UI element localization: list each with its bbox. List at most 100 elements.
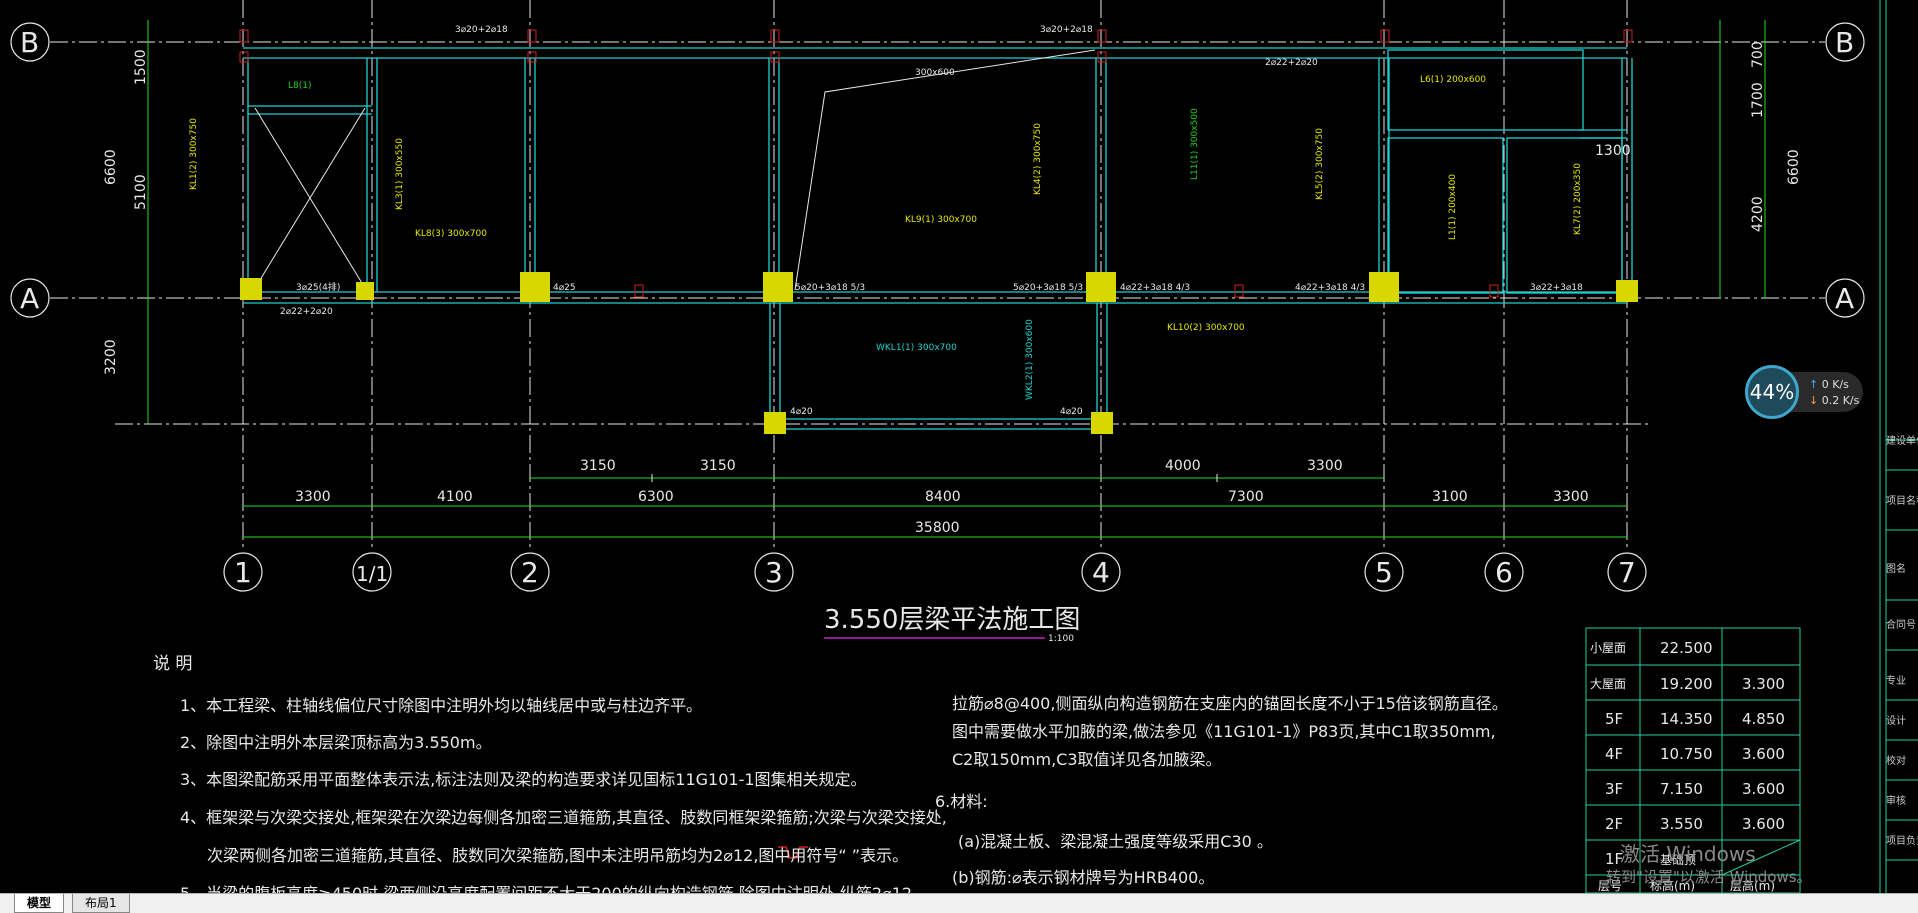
rebar-label-5: 3⌀22+3⌀18: [1530, 283, 1583, 293]
rebar-label-8: 3⌀20+2⌀18: [1040, 25, 1093, 35]
beam-label-kl9: KL9(1) 300x700: [905, 215, 977, 225]
axis-label-1-1: 1/1: [356, 562, 388, 586]
rebar-label-1: 3⌀25(4排): [296, 281, 340, 293]
drawing-scale: 1:100: [1048, 634, 1074, 644]
palette-item-1: 项目名称: [1886, 496, 1918, 507]
dim-left-5100: 5100: [133, 174, 149, 210]
table-elev-4: 7.150: [1660, 780, 1703, 798]
table-elev-1: 19.200: [1660, 675, 1713, 693]
table-elev-6: 基础顶: [1660, 853, 1696, 867]
note-3: 3、本图梁配筋采用平面整体表示法,标注法则及梁的构造要求详见国标11G101-1…: [180, 770, 867, 789]
beam-label-l1: L1(1) 200x400: [1448, 174, 1458, 240]
beam-label-kl3: KL3(1) 300x550: [395, 138, 405, 210]
dim-1300: 1300: [1595, 143, 1631, 159]
beam-label-w3: 300x600: [915, 68, 955, 78]
dim-3150-a: 3150: [580, 458, 616, 474]
table-height-1: 3.300: [1742, 675, 1785, 693]
note-4b: 次梁两侧各加密三道箍筋,其直径、肢数同次梁箍筋,图中未注明吊筋均为2⌀12,图中…: [207, 846, 909, 865]
upload-speed: ↑ 0 K/s: [1809, 378, 1849, 391]
dim-left-6600: 6600: [103, 149, 119, 185]
palette-item-7: 审核: [1886, 796, 1906, 807]
note-1: 1、本工程梁、柱轴线偏位尺寸除图中注明外均以轴线居中或与柱边齐平。: [180, 696, 703, 715]
rebar-label-4: 4⌀22+3⌀18 4/3: [1120, 283, 1190, 293]
table-height-4: 3.600: [1742, 780, 1785, 798]
table-height-5: 3.600: [1742, 815, 1785, 833]
rebar-label-7b: 4⌀20: [1060, 407, 1083, 417]
axis-label-3: 3: [765, 556, 783, 589]
upload-speed-value: 0 K/s: [1821, 378, 1849, 391]
download-speed: ↓ 0.2 K/s: [1809, 394, 1859, 407]
note-r5: (a)混凝土板、梁混凝土强度等级采用C30 。: [958, 832, 1273, 851]
network-monitor-widget[interactable]: ↑ 0 K/s ↓ 0.2 K/s 44%: [1745, 365, 1863, 423]
axis-label-B-right: B: [1835, 26, 1854, 59]
axis-label-5: 5: [1375, 556, 1393, 589]
axis-label-A-left: A: [20, 282, 39, 315]
axis-label-A-right: A: [1835, 282, 1854, 315]
palette-item-3: 合同号: [1886, 620, 1916, 631]
beam-label-kl4: KL4(2) 300x750: [1033, 123, 1043, 195]
note-r4: 6.材料:: [935, 792, 988, 811]
title-block-palette: 建设单位 项目名称 图名 合同号 专业 设计 校对 审核 项目负责: [1880, 0, 1918, 893]
beam-label-kl1: KL1(2) 300x750: [189, 118, 199, 190]
notes-heading: 说 明: [153, 654, 193, 674]
download-speed-value: 0.2 K/s: [1821, 394, 1860, 407]
dim-3300-b: 3300: [295, 489, 331, 505]
rebar-label-3b: 5⌀20+3⌀18 5/3: [1013, 283, 1083, 293]
dim-4100: 4100: [437, 489, 473, 505]
note-4: 4、框架梁与次梁交接处,框架梁在次梁边每侧各加密三道箍筋,其直径、肢数同框架梁箍…: [180, 808, 947, 827]
beam-label-l6: L6(1) 200x600: [1420, 75, 1486, 85]
beam-label-kl5: KL5(2) 300x750: [1315, 128, 1325, 200]
dim-right-700: 700: [1750, 41, 1766, 68]
activation-watermark-title: 激活 Windows: [1620, 842, 1756, 866]
note-r2: 图中需要做水平加腋的梁,做法参见《11G101-1》P83页,其中C1取350m…: [952, 722, 1496, 741]
dim-4000: 4000: [1165, 458, 1201, 474]
table-height-2: 4.850: [1742, 710, 1785, 728]
note-5: 5、当梁的腹板高度≥450时,梁两侧沿高度配置间距不大于200的纵向构造钢筋,除…: [180, 880, 917, 893]
beam-label-l8: L8(1): [288, 81, 312, 91]
dim-8400: 8400: [925, 489, 961, 505]
beam-label-kl10: KL10(2) 300x700: [1167, 323, 1245, 333]
table-footer-height: 层高(m): [1730, 878, 1775, 893]
palette-item-2: 图名: [1886, 564, 1906, 575]
beam-label-wkl2: WKL2(1) 300x600: [1025, 319, 1035, 400]
download-arrow-icon: ↓: [1809, 394, 1819, 407]
table-elev-2: 14.350: [1660, 710, 1713, 728]
dim-3300-a: 3300: [1307, 458, 1343, 474]
note-2: 2、除图中注明外本层梁顶标高为3.550m。: [180, 733, 492, 752]
rebar-label-3: 5⌀20+3⌀18 5/3: [795, 283, 865, 293]
beam-label-kl7: KL7(2) 200x350: [1573, 163, 1583, 235]
table-elev-3: 10.750: [1660, 745, 1713, 763]
rebar-label-2: 4⌀25: [553, 283, 576, 293]
rebar-label-6: 2⌀22+2⌀20: [280, 307, 333, 317]
dim-right-4200: 4200: [1750, 196, 1766, 232]
axis-label-4: 4: [1092, 556, 1110, 589]
beam-label-wkl1: WKL1(1) 300x700: [876, 343, 957, 353]
drawing-title: 3.550层梁平法施工图: [824, 605, 1080, 635]
dim-3150-b: 3150: [700, 458, 736, 474]
table-floor-6: 1F: [1605, 850, 1623, 868]
rebar-label-6b: 2⌀22+2⌀20: [1265, 58, 1318, 68]
table-floor-5: 2F: [1605, 815, 1623, 833]
tab-layout1[interactable]: 布局1: [72, 894, 130, 913]
table-floor-3: 4F: [1605, 745, 1623, 763]
drawing-svg: B A B A 1 1/1 2 3 4 5 6 7: [10, 0, 1918, 893]
upload-arrow-icon: ↑: [1809, 378, 1819, 391]
cad-canvas[interactable]: B A B A 1 1/1 2 3 4 5 6 7: [0, 0, 1918, 893]
dim-right-1700: 1700: [1750, 82, 1766, 118]
palette-item-5: 设计: [1886, 716, 1906, 727]
table-floor-2: 5F: [1605, 710, 1623, 728]
dim-right-6600: 6600: [1786, 149, 1802, 185]
rebar-label-7: 4⌀20: [790, 407, 813, 417]
activation-watermark-subtitle: 转到"设置"以激活 Windows。: [1606, 868, 1812, 886]
table-footer-elev: 标高(m): [1650, 878, 1695, 893]
dim-left-1500: 1500: [133, 49, 149, 85]
axis-label-2: 2: [521, 556, 539, 589]
network-speed-panel: ↑ 0 K/s ↓ 0.2 K/s: [1785, 372, 1863, 412]
dim-6300: 6300: [638, 489, 674, 505]
tab-model[interactable]: 模型: [14, 894, 65, 913]
dim-3100: 3100: [1432, 489, 1468, 505]
palette-item-0: 建设单位: [1886, 436, 1918, 447]
table-floor-0: 小屋面: [1590, 641, 1626, 655]
table-elev-5: 3.550: [1660, 815, 1703, 833]
layout-tab-bar: 模型 布局1: [0, 893, 1918, 913]
